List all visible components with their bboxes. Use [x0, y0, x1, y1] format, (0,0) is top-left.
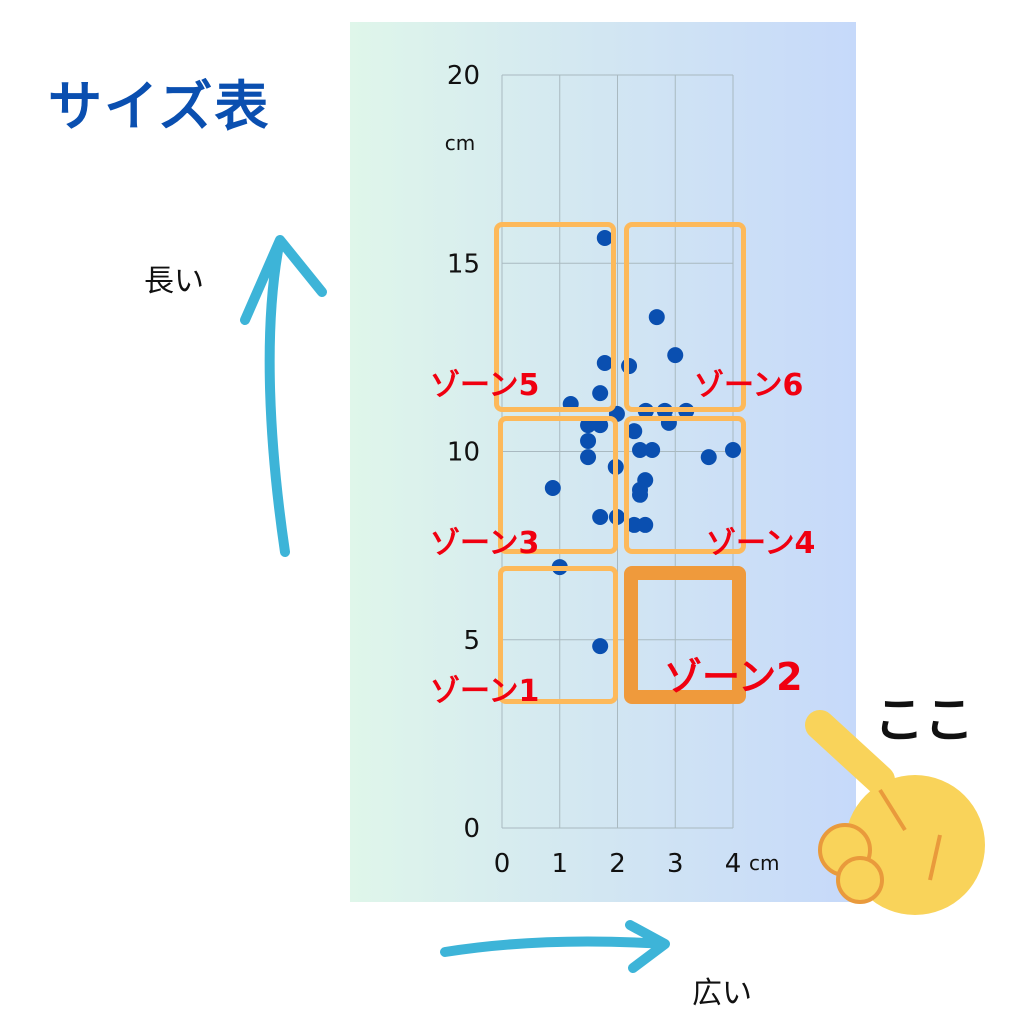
- zone-6-box: [624, 222, 746, 412]
- x-tick-label: 4: [725, 849, 742, 879]
- data-point: [544, 480, 561, 497]
- zone-4-box: [624, 416, 746, 554]
- data-point: [580, 432, 597, 449]
- x-tick-label: 1: [551, 849, 568, 879]
- y-tick-label: 20: [447, 61, 480, 91]
- data-point: [667, 347, 684, 364]
- long-label: 長い: [144, 264, 204, 299]
- here-label: ここ: [874, 691, 974, 749]
- x-tick-label: 0: [494, 849, 511, 879]
- right-arrow-icon: [440, 920, 670, 973]
- data-point: [592, 509, 609, 526]
- y-tick-label: 15: [447, 249, 480, 279]
- data-point: [700, 449, 717, 466]
- data-point: [644, 441, 661, 458]
- data-point: [632, 486, 649, 503]
- zone-5-label: ゾーン5: [430, 368, 540, 403]
- data-point: [626, 516, 643, 533]
- chart-panel: [350, 22, 856, 902]
- data-point: [580, 417, 597, 434]
- y-tick-label: 5: [463, 626, 480, 656]
- wide-label: 広い: [692, 976, 752, 1011]
- data-point: [725, 441, 741, 458]
- x-axis-unit: cm: [749, 851, 779, 875]
- x-tick-label: 3: [667, 849, 684, 879]
- data-point: [592, 417, 609, 434]
- zone-2-box: [624, 566, 746, 704]
- pointing-hand-icon: [805, 710, 985, 915]
- data-point: [632, 441, 649, 458]
- y-tick-label: 10: [447, 438, 480, 468]
- data-point: [626, 423, 643, 440]
- zone-4-label: ゾーン4: [706, 526, 816, 561]
- data-point: [648, 309, 665, 326]
- zone-1-label: ゾーン1: [430, 674, 540, 709]
- data-point: [637, 516, 654, 533]
- zone-1-box: [498, 566, 618, 704]
- up-arrow-icon: [240, 235, 327, 557]
- zone-3-box: [498, 416, 618, 554]
- zone-3-label: ゾーン3: [430, 526, 540, 561]
- data-point: [596, 230, 613, 247]
- data-point: [592, 638, 609, 655]
- zone-6-label: ゾーン6: [694, 368, 804, 403]
- y-tick-label: 0: [463, 814, 480, 844]
- x-tick-label: 2: [609, 849, 626, 879]
- zone-2-label: ゾーン2: [664, 655, 803, 699]
- page-title: サイズ表: [48, 75, 271, 138]
- data-point: [592, 385, 609, 402]
- zone-5-box: [494, 222, 616, 412]
- data-point: [580, 449, 597, 466]
- data-point: [596, 355, 613, 372]
- y-axis-unit: cm: [445, 131, 475, 155]
